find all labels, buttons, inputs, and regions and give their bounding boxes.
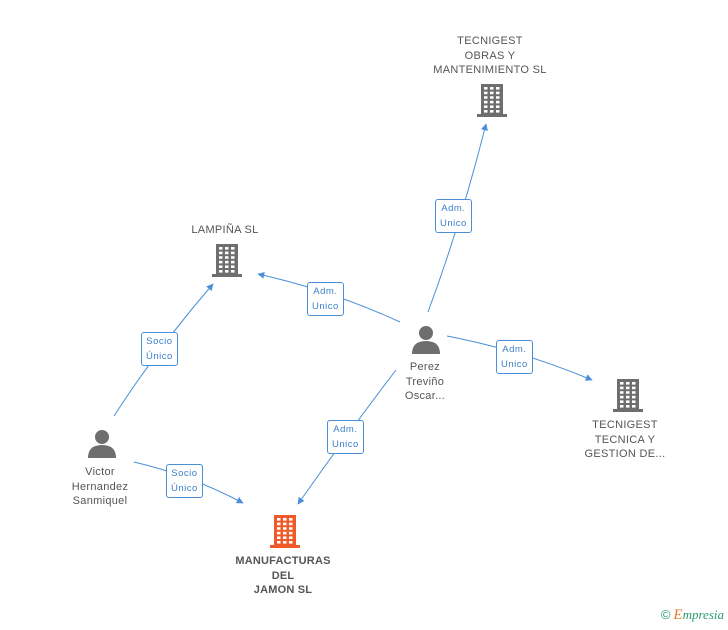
node-label-line: LAMPIÑA SL (191, 224, 259, 236)
node-label-line: Hernandez (71, 480, 129, 493)
edge-label-line: Adm. (502, 344, 527, 355)
edge-label-line: Socio (171, 468, 198, 479)
building-icon-tecnigest_obras[interactable] (477, 84, 507, 117)
edge-label-line: Unico (312, 301, 339, 312)
edge-label-line: Unico (501, 359, 528, 370)
node-label-line: Sanmiquel (72, 495, 128, 507)
edge-label-line: Adm. (441, 203, 466, 214)
node-label-line: TECNICA Y (594, 433, 656, 446)
node-label-line: TECNIGEST (592, 419, 658, 431)
edge-label-line: Adm. (313, 286, 338, 297)
building-icon-lampina[interactable] (212, 244, 242, 277)
edge-label-line: Unico (440, 218, 467, 229)
node-label-lampina[interactable]: LAMPIÑA SL (170, 223, 280, 238)
node-label-tecnigest-obras[interactable]: TECNIGEST OBRAS Y MANTENIMIENTO SL (420, 34, 560, 78)
node-label-line: MANUFACTURAS (235, 555, 331, 567)
node-label-line: DEL (271, 569, 295, 582)
copyright-symbol: © (660, 607, 671, 622)
edge-label-line: Socio (146, 336, 173, 347)
node-label-line: GESTION DE... (584, 448, 666, 460)
person-icon-victor[interactable] (88, 430, 116, 458)
edge-label-line: Adm. (333, 424, 358, 435)
brand-initial: E (673, 607, 683, 623)
brand-name: mpresia (682, 607, 724, 622)
edge-label-perez-tecnigest-obras[interactable]: Adm. Unico (435, 199, 472, 233)
edge-label-perez-manufacturas[interactable]: Adm. Unico (327, 420, 364, 454)
edge-label-line: Único (146, 351, 173, 362)
node-label-line: JAMON SL (253, 584, 313, 596)
edge-label-line: Unico (332, 439, 359, 450)
edge-label-perez-tecnigest-tecnica[interactable]: Adm. Unico (496, 340, 533, 374)
node-label-tecnigest-tecnica[interactable]: TECNIGEST TECNICA Y GESTION DE... (570, 418, 680, 462)
node-label-line: Treviño (405, 375, 445, 388)
edge-label-perez-lampina[interactable]: Adm. Unico (307, 282, 344, 316)
node-label-line: Perez (409, 361, 441, 373)
building-icon-manufacturas[interactable] (270, 515, 300, 548)
empresia-watermark: ©Empresia (661, 607, 724, 624)
node-label-manufacturas[interactable]: MANUFACTURAS DEL JAMON SL (218, 554, 348, 598)
edge-label-line: Único (171, 483, 198, 494)
building-icon-tecnigest_tecnica[interactable] (613, 379, 643, 412)
node-label-line: TECNIGEST (457, 35, 523, 47)
node-label-line: OBRAS Y (464, 49, 516, 62)
node-label-line: Oscar... (404, 390, 446, 402)
node-label-line: MANTENIMIENTO SL (433, 64, 547, 76)
person-icon-perez[interactable] (412, 326, 440, 354)
node-label-line: Victor (85, 466, 115, 478)
icons-layer (88, 84, 643, 548)
